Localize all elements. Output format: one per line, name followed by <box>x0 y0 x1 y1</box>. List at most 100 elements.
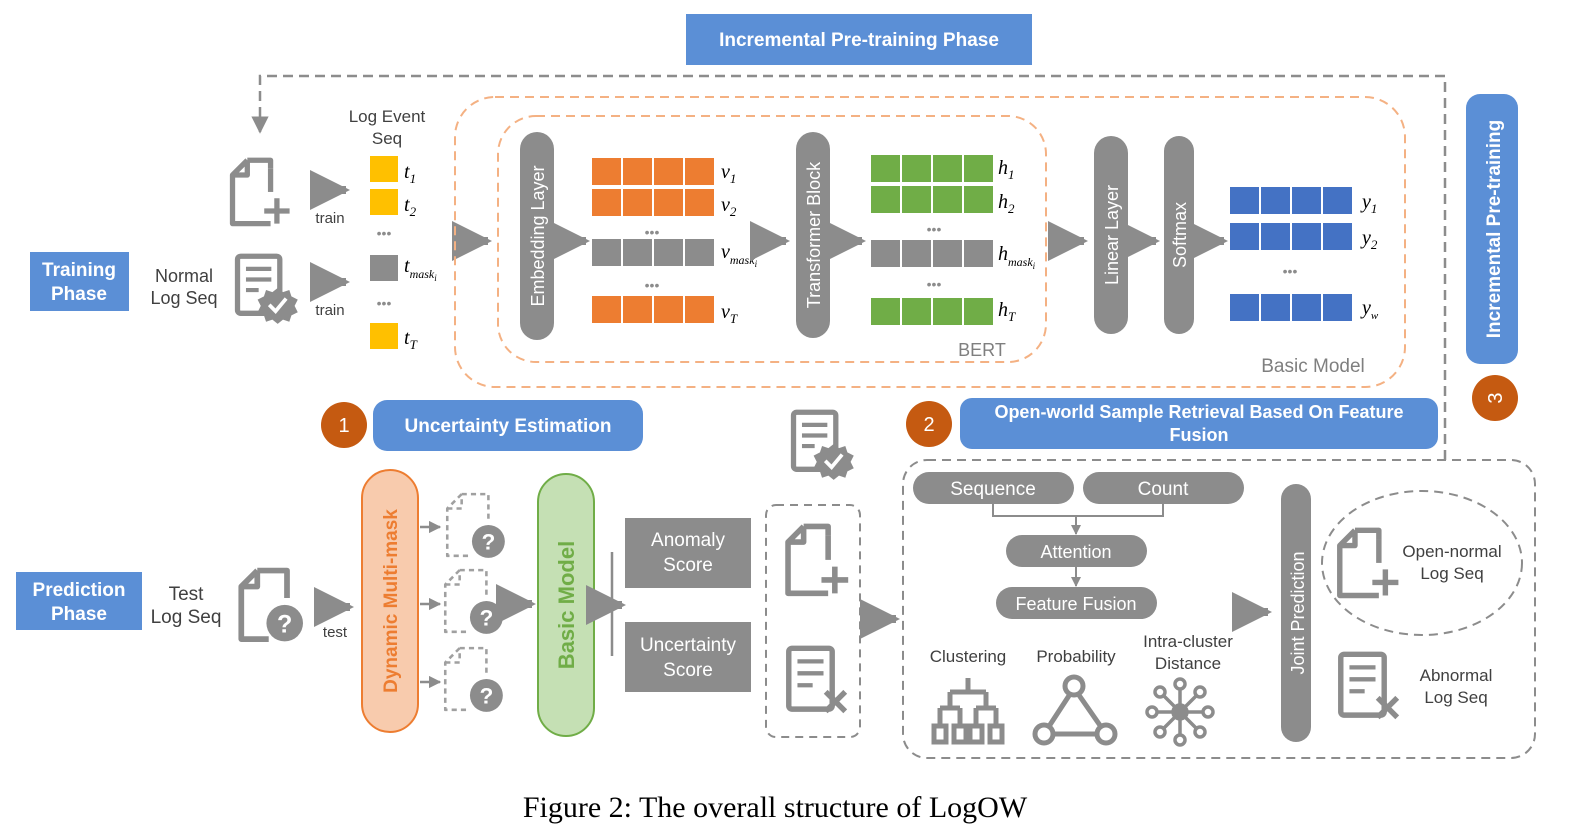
y-row2-cell3 <box>1323 223 1352 250</box>
y-row2-cell2 <box>1292 223 1321 250</box>
h-label-T: hT <box>998 299 1016 324</box>
h-row1-cell3 <box>964 155 993 182</box>
h-row1-cell2 <box>933 155 962 182</box>
normal-result-doc-icon <box>794 412 854 480</box>
h-row2-cell1 <box>902 186 931 213</box>
y-row1-cell1 <box>1261 187 1290 214</box>
embedding-layer-box <box>520 132 554 340</box>
h-row3-cell2 <box>933 240 962 267</box>
v-row4-cell1 <box>623 296 652 323</box>
train-label-2: train <box>315 302 344 319</box>
abnormal-label-1: Abnormal <box>1420 666 1493 685</box>
v-label-mask: vmaski <box>721 241 758 269</box>
test-log-seq-label-2: Log Seq <box>151 607 222 628</box>
feature-fusion-box <box>996 587 1157 619</box>
uncertainty-score-label-2: Score <box>663 660 713 681</box>
y-label-1: y1 <box>1360 191 1377 216</box>
v-row1-cell3 <box>685 158 714 185</box>
h-ellipsis-1: ••• <box>927 221 942 237</box>
log-event-seq-title-1: Log Event <box>349 107 426 126</box>
abnormal-doc-icon <box>1341 654 1397 717</box>
transformer-block-box <box>796 132 830 338</box>
training-phase-label-1: Training <box>42 260 116 281</box>
abnormal-label-2: Log Seq <box>1424 688 1487 707</box>
figure-caption: Figure 2: The overall structure of LogOW <box>523 791 1028 824</box>
event-cell-tT <box>370 323 398 349</box>
h-row1-cell1 <box>902 155 931 182</box>
prediction-phase-box <box>16 572 142 630</box>
h-row3-cell3 <box>964 240 993 267</box>
linear-layer-box <box>1094 136 1128 334</box>
y-ellipsis: ••• <box>1283 263 1298 279</box>
v-ellipsis-1: ••• <box>645 224 660 240</box>
v-row1-cell0 <box>592 158 621 185</box>
normal-log-seq-label-1: Normal <box>155 266 213 286</box>
incremental-phase-box <box>686 14 1032 65</box>
feature-fusion-label: Feature Fusion <box>1015 594 1136 614</box>
openworld-retrieval-box <box>960 398 1438 449</box>
event-cell-t2 <box>370 189 398 215</box>
intra-cluster-label-2: Distance <box>1155 654 1221 673</box>
step-3-badge <box>1472 375 1518 421</box>
probability-icon <box>1032 674 1118 746</box>
uncertainty-estimation-label: Uncertainty Estimation <box>405 416 612 437</box>
clustering-icon <box>931 678 1005 745</box>
v-row3-cell1 <box>623 239 652 266</box>
v-row1-cell1 <box>623 158 652 185</box>
embedding-layer-label: Embedding Layer <box>528 165 548 306</box>
y-row2-cell0 <box>1230 223 1259 250</box>
y-row1-cell0 <box>1230 187 1259 214</box>
embedding-vectors <box>592 158 714 323</box>
v-row2-cell0 <box>592 189 621 216</box>
event-ellipsis-2: ••• <box>377 295 392 311</box>
h-row3-cell1 <box>902 240 931 267</box>
v-row4-cell0 <box>592 296 621 323</box>
count-label: Count <box>1138 479 1189 500</box>
hidden-vectors <box>871 155 993 325</box>
y-row1-cell3 <box>1323 187 1352 214</box>
h-row1-cell0 <box>871 155 900 182</box>
test-doc-icon <box>241 571 303 642</box>
clustering-label: Clustering <box>930 647 1007 666</box>
bert-container <box>497 115 1047 363</box>
open-normal-ellipse <box>1321 490 1523 636</box>
event-label-tT: tT <box>404 327 418 352</box>
transformer-block-label: Transformer Block <box>804 161 824 308</box>
open-normal-label-2: Log Seq <box>1420 564 1483 583</box>
training-phase-box <box>30 252 129 311</box>
dynamic-multimask-box <box>361 469 419 733</box>
step-3-number: 3 <box>1485 392 1507 403</box>
joint-prediction-box <box>1281 484 1311 742</box>
fusion-container <box>902 459 1536 759</box>
attention-box <box>1006 535 1147 567</box>
training-phase-label-2: Phase <box>51 284 107 305</box>
v-row3-cell2 <box>654 239 683 266</box>
basic-model-label: Basic Model <box>1261 356 1365 377</box>
masked-doc-icon-2 <box>443 568 504 636</box>
step-1-number: 1 <box>338 415 349 437</box>
anomaly-score-label-2: Score <box>663 555 713 576</box>
incremental-phase-label: Incremental Pre-training Phase <box>719 30 999 51</box>
attention-label: Attention <box>1040 542 1111 562</box>
normal-log-seq-label-2: Log Seq <box>150 288 217 308</box>
sequence-label: Sequence <box>950 479 1036 500</box>
softmax-label: Softmax <box>1170 202 1190 268</box>
uncertainty-score-label-1: Uncertainty <box>640 635 737 656</box>
normal-doc-icon <box>238 256 298 324</box>
v-row2-cell3 <box>685 189 714 216</box>
seq-count-merge-line <box>992 504 1164 534</box>
open-normal-doc-icon <box>1340 530 1399 595</box>
anomaly-score-label-1: Anomaly <box>651 530 725 551</box>
h-row4-cell0 <box>871 298 900 325</box>
v-label-1: v1 <box>721 161 736 186</box>
y-row2-cell1 <box>1261 223 1290 250</box>
event-cell-t1 <box>370 156 398 182</box>
intra-cluster-distance-icon <box>1145 677 1215 747</box>
prediction-phase-label-2: Phase <box>51 604 107 625</box>
h-row2-cell3 <box>964 186 993 213</box>
y-row1-cell2 <box>1292 187 1321 214</box>
masked-doc-icon-1 <box>445 492 506 560</box>
v-ellipsis-2: ••• <box>645 277 660 293</box>
v-row2-cell2 <box>654 189 683 216</box>
